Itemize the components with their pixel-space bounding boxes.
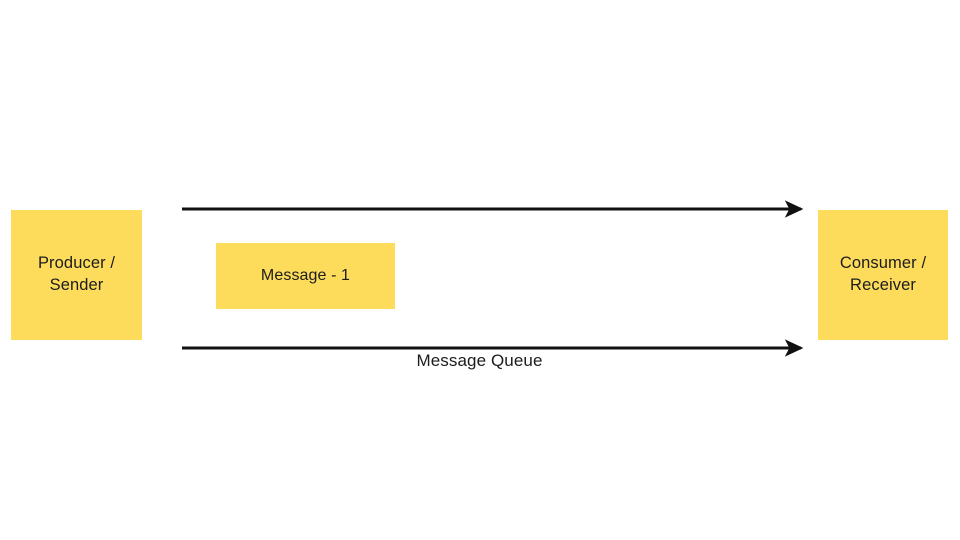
consumer-receiver-label: Consumer / Receiver — [839, 254, 927, 294]
consumer-receiver-node[interactable]: Consumer / Receiver — [818, 210, 948, 340]
message-1-label: Message - 1 — [260, 267, 351, 285]
producer-sender-node[interactable]: Producer / Sender — [11, 210, 142, 340]
message-queue-caption: Message Queue — [416, 351, 543, 370]
message-1-node[interactable]: Message - 1 — [216, 243, 395, 309]
producer-sender-label: Producer / Sender — [37, 254, 116, 294]
